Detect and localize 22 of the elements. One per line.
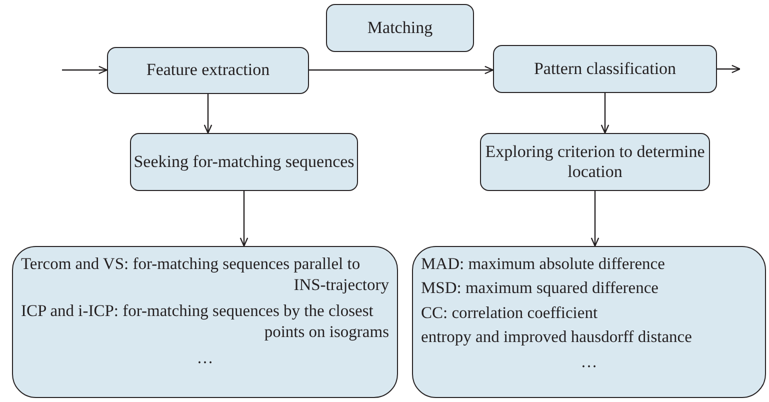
method-description: entropy and improved hausdorff distance [421,326,693,348]
method-list-box [12,246,398,398]
method-description: CC: correlation coefficient [421,302,599,324]
process-box: Seeking for-matching sequences [130,133,358,191]
method-list-box [412,246,766,398]
arrow [240,191,248,247]
arrow [717,64,741,74]
arrow [600,93,610,134]
process-box: Exploring criterion to determine location [480,133,710,191]
ellipsis-text: … [196,346,214,368]
process-box: Pattern classification [493,45,717,93]
arrow [590,191,600,247]
method-description: MAD: maximum absolute difference [421,253,666,274]
ellipsis-text: … [580,350,598,372]
arrow [62,66,108,74]
process-box: Feature extraction [107,47,309,94]
process-box: Matching [326,4,474,52]
arrow [309,66,494,74]
method-description: ICP and i-ICP: for-matching sequences by the closest points on isograms [21,300,389,343]
method-description: MSD: maximum squared difference [421,277,660,299]
arrow [204,94,212,134]
method-description: Tercom and VS: for-matching sequences parallel to INS-trajectory [21,253,389,296]
